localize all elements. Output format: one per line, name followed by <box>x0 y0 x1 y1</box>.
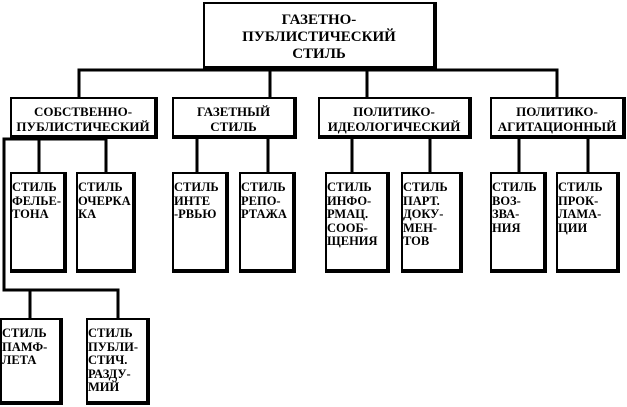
leaf-node-4: СТИЛЬ РЕПО- РТАЖА <box>239 172 296 273</box>
leaf-label: СТИЛЬ РЕПО- РТАЖА <box>241 180 287 221</box>
root-node: ГАЗЕТНО- ПУБЛИСТИЧЕСКИЙ СТИЛЬ <box>203 2 437 70</box>
leaf-label: СТИЛЬ ВОЗ- ЗВА- НИЯ <box>492 180 537 235</box>
category-node-3: ПОЛИТИКО- ИДЕОЛОГИЧЕСКИЙ <box>318 97 472 139</box>
category-label: СОБСТВЕННО- ПУБЛИСТИЧЕСКИЙ <box>16 104 150 134</box>
root-label: ГАЗЕТНО- ПУБЛИСТИЧЕСКИЙ СТИЛЬ <box>242 12 396 62</box>
category-label: ГАЗЕТНЫЙ СТИЛЬ <box>196 104 271 134</box>
leaf-label: СТИЛЬ ПАМФ- ЛЕТА <box>2 326 48 367</box>
category-label: ПОЛИТИКО- ИДЕОЛОГИЧЕСКИЙ <box>327 104 461 134</box>
category-node-2: ГАЗЕТНЫЙ СТИЛЬ <box>172 97 297 139</box>
leaf-label: СТИЛЬ ИНТЕ -РВЬЮ <box>174 180 219 221</box>
leaf-label: СТИЛЬ ОЧЕРКА КА <box>78 180 131 221</box>
leaf-node-10: СТИЛЬ ПУБЛИ- СТИЧ. РАЗДУ- МИЙ <box>86 318 150 405</box>
leaf-label: СТИЛЬ ФЕЛЬЕ- ТОНА <box>12 180 61 221</box>
leaf-node-1: СТИЛЬ ФЕЛЬЕ- ТОНА <box>10 172 67 273</box>
leaf-node-8: СТИЛЬ ПРОК- ЛАМА- ЦИИ <box>556 172 620 273</box>
leaf-node-3: СТИЛЬ ИНТЕ -РВЬЮ <box>172 172 229 273</box>
category-node-1: СОБСТВЕННО- ПУБЛИСТИЧЕСКИЙ <box>10 97 158 139</box>
category-label: ПОЛИТИКО- АГИТАЦИОННЫЙ <box>497 104 617 134</box>
leaf-label: СТИЛЬ ПРОК- ЛАМА- ЦИИ <box>558 180 603 235</box>
leaf-node-9: СТИЛЬ ПАМФ- ЛЕТА <box>0 318 63 405</box>
leaf-label: СТИЛЬ ИНФО- РМАЦ. СООБ- ЩЕНИЯ <box>327 180 378 248</box>
leaf-node-6: СТИЛЬ ПАРТ. ДОКУ- МЕН- ТОВ <box>401 172 463 273</box>
leaf-label: СТИЛЬ ПУБЛИ- СТИЧ. РАЗДУ- МИЙ <box>88 326 139 394</box>
category-node-4: ПОЛИТИКО- АГИТАЦИОННЫЙ <box>490 97 626 139</box>
leaf-node-2: СТИЛЬ ОЧЕРКА КА <box>76 172 136 273</box>
leaf-label: СТИЛЬ ПАРТ. ДОКУ- МЕН- ТОВ <box>403 180 448 248</box>
leaf-node-7: СТИЛЬ ВОЗ- ЗВА- НИЯ <box>490 172 547 273</box>
leaf-node-5: СТИЛЬ ИНФО- РМАЦ. СООБ- ЩЕНИЯ <box>325 172 390 273</box>
